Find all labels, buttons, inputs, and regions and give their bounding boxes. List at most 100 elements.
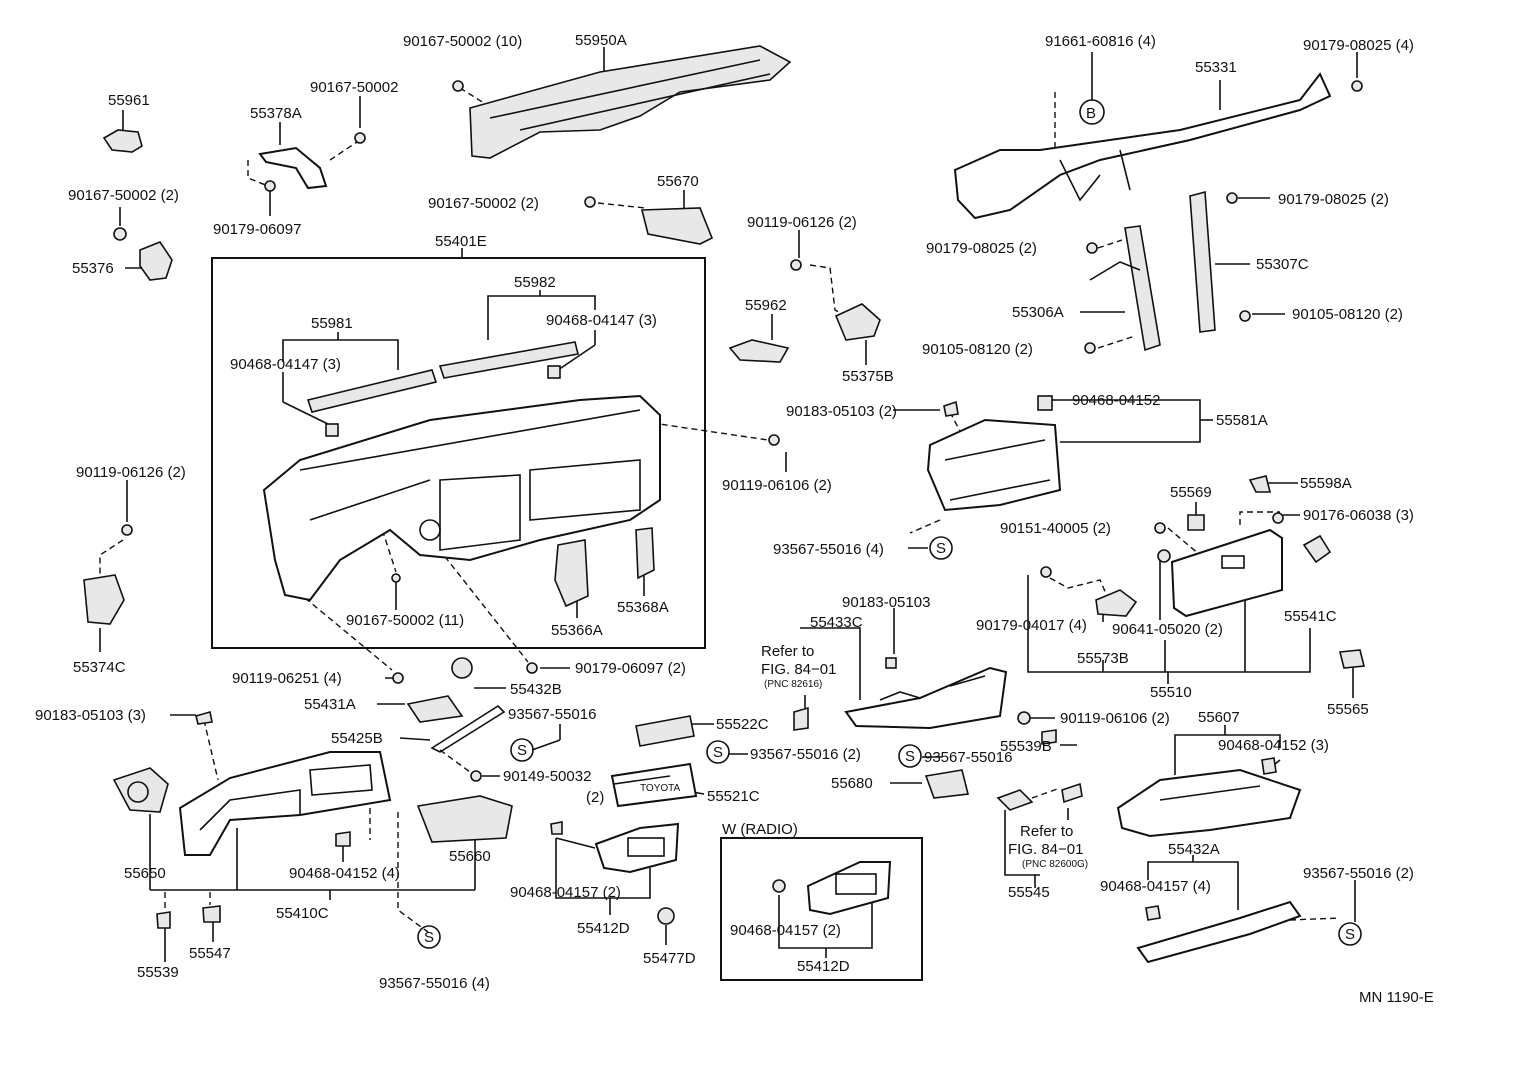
leader-lines bbox=[99, 47, 1358, 981]
label-55378A: 55378A bbox=[250, 105, 302, 122]
label-90179-06097-2: 90179-06097 (2) bbox=[575, 660, 686, 677]
labels: 55961 55378A 90167-50002 90179-06097 901… bbox=[35, 32, 1434, 1006]
label-fig-84-01-2: FIG. 84−01 bbox=[1008, 841, 1083, 858]
label-refer-to-1: Refer to bbox=[761, 643, 814, 660]
label-55545: 55545 bbox=[1008, 884, 1050, 901]
label-55650: 55650 bbox=[124, 865, 166, 882]
part-55670 bbox=[640, 207, 714, 245]
s-markers bbox=[417, 536, 1362, 949]
part-55569 bbox=[1187, 514, 1205, 531]
label-refer-to-2: Refer to bbox=[1020, 823, 1073, 840]
part-55366A bbox=[554, 539, 589, 608]
label-90151-40005-2: 90151-40005 (2) bbox=[1000, 520, 1111, 537]
s-marker-5: S bbox=[424, 929, 434, 946]
label-pnc-82600g: (PNC 82600G) bbox=[1022, 859, 1088, 870]
parts bbox=[83, 45, 1366, 964]
label-90119-06106-2a: 90119-06106 (2) bbox=[722, 477, 832, 494]
marker-b: B bbox=[1086, 105, 1096, 122]
label-90119-06126-2b: 90119-06126 (2) bbox=[747, 214, 857, 231]
part-55375B bbox=[834, 303, 881, 341]
part-55306A bbox=[1124, 225, 1161, 352]
label-90468-04147-3b: 90468-04147 (3) bbox=[230, 356, 341, 373]
label-55565: 55565 bbox=[1327, 701, 1369, 718]
part-55431A bbox=[406, 695, 464, 723]
label-93567-55016-2b: 93567-55016 (2) bbox=[1303, 865, 1414, 882]
label-55541C: 55541C bbox=[1284, 608, 1337, 625]
label-55375B: 55375B bbox=[842, 368, 894, 385]
label-55307C: 55307C bbox=[1256, 256, 1309, 273]
label-93567-55016a: 93567-55016 bbox=[508, 706, 596, 723]
part-55981 bbox=[306, 369, 438, 413]
label-55521C: 55521C bbox=[707, 788, 760, 805]
label-90641-05020-2: 90641-05020 (2) bbox=[1112, 621, 1223, 638]
label-55598A: 55598A bbox=[1300, 475, 1352, 492]
label-55539B: 55539B bbox=[1000, 738, 1052, 755]
label-90468-04157-2a: 90468-04157 (2) bbox=[510, 884, 621, 901]
part-55522C bbox=[635, 715, 695, 747]
label-55961: 55961 bbox=[108, 92, 150, 109]
label-93567-55016-4b: 93567-55016 (4) bbox=[379, 975, 490, 992]
label-55477D: 55477D bbox=[643, 950, 696, 967]
label-90149-50032: 90149-50032 bbox=[503, 768, 591, 785]
part-55510 bbox=[1170, 528, 1283, 618]
part-55650 bbox=[112, 767, 169, 813]
part-55307C bbox=[1189, 190, 1216, 333]
label-55432A: 55432A bbox=[1168, 841, 1220, 858]
s-marker-4: S bbox=[905, 748, 915, 765]
label-2: (2) bbox=[586, 789, 604, 806]
label-55962: 55962 bbox=[745, 297, 787, 314]
part-55680 bbox=[924, 769, 969, 799]
part-55378A bbox=[258, 146, 328, 190]
label-91661-60816-4: 91661-60816 (4) bbox=[1045, 33, 1156, 50]
label-90183-05103b: 90183-05103 bbox=[842, 594, 930, 611]
part-55961 bbox=[102, 129, 143, 153]
part-55477D bbox=[657, 907, 675, 925]
label-55950A: 55950A bbox=[575, 32, 627, 49]
part-55425B bbox=[430, 704, 506, 753]
label-93567-55016b: 93567-55016 bbox=[924, 749, 1012, 766]
label-90179-08025-4: 90179-08025 (4) bbox=[1303, 37, 1414, 54]
label-55412Db: 55412D bbox=[797, 958, 850, 975]
part-55410C bbox=[178, 751, 392, 856]
part-55573B bbox=[1095, 589, 1138, 617]
label-55432B: 55432B bbox=[510, 681, 562, 698]
label-90167-50002-11: 90167-50002 (11) bbox=[346, 612, 464, 629]
part-55950A bbox=[469, 45, 792, 159]
label-55547: 55547 bbox=[189, 945, 231, 962]
part-55432B bbox=[451, 657, 473, 679]
label-55539: 55539 bbox=[137, 964, 179, 981]
part-55598A bbox=[1248, 475, 1272, 493]
label-90105-08120-2b: 90105-08120 (2) bbox=[922, 341, 1033, 358]
part-55412D-b bbox=[806, 861, 892, 916]
label-90167-50002: 90167-50002 bbox=[310, 79, 398, 96]
label-55412Da: 55412D bbox=[577, 920, 630, 937]
label-90179-06097: 90179-06097 bbox=[213, 221, 301, 238]
label-90167-50002-2b: 90167-50002 (2) bbox=[428, 195, 539, 212]
part-55607 bbox=[1116, 768, 1302, 838]
label-55410C: 55410C bbox=[276, 905, 329, 922]
label-55366A: 55366A bbox=[551, 622, 603, 639]
diagram-code: MN 1190-E bbox=[1359, 989, 1434, 1006]
label-93567-55016-4a: 93567-55016 (4) bbox=[773, 541, 884, 558]
label-90183-05103-2: 90183-05103 (2) bbox=[786, 403, 897, 420]
label-90176-06038-3: 90176-06038 (3) bbox=[1303, 507, 1414, 524]
label-90179-08025-2b: 90179-08025 (2) bbox=[926, 240, 1037, 257]
label-90119-06251-4: 90119-06251 (4) bbox=[232, 670, 342, 687]
label-55522C: 55522C bbox=[716, 716, 769, 733]
label-55569: 55569 bbox=[1170, 484, 1212, 501]
part-55962 bbox=[728, 339, 790, 363]
label-55306A: 55306A bbox=[1012, 304, 1064, 321]
label-toyota: TOYOTA bbox=[640, 783, 681, 794]
label-90468-04152-3: 90468-04152 (3) bbox=[1218, 737, 1329, 754]
part-55539 bbox=[156, 911, 171, 929]
label-90105-08120-2a: 90105-08120 (2) bbox=[1292, 306, 1403, 323]
label-55680: 55680 bbox=[831, 775, 873, 792]
label-55433C: 55433C bbox=[810, 614, 863, 631]
part-55982 bbox=[438, 341, 579, 379]
label-55573B: 55573B bbox=[1077, 650, 1129, 667]
label-55581A: 55581A bbox=[1216, 412, 1268, 429]
s-marker-6: S bbox=[1345, 926, 1355, 943]
label-55607: 55607 bbox=[1198, 709, 1240, 726]
label-90119-06126-2a: 90119-06126 (2) bbox=[76, 464, 186, 481]
